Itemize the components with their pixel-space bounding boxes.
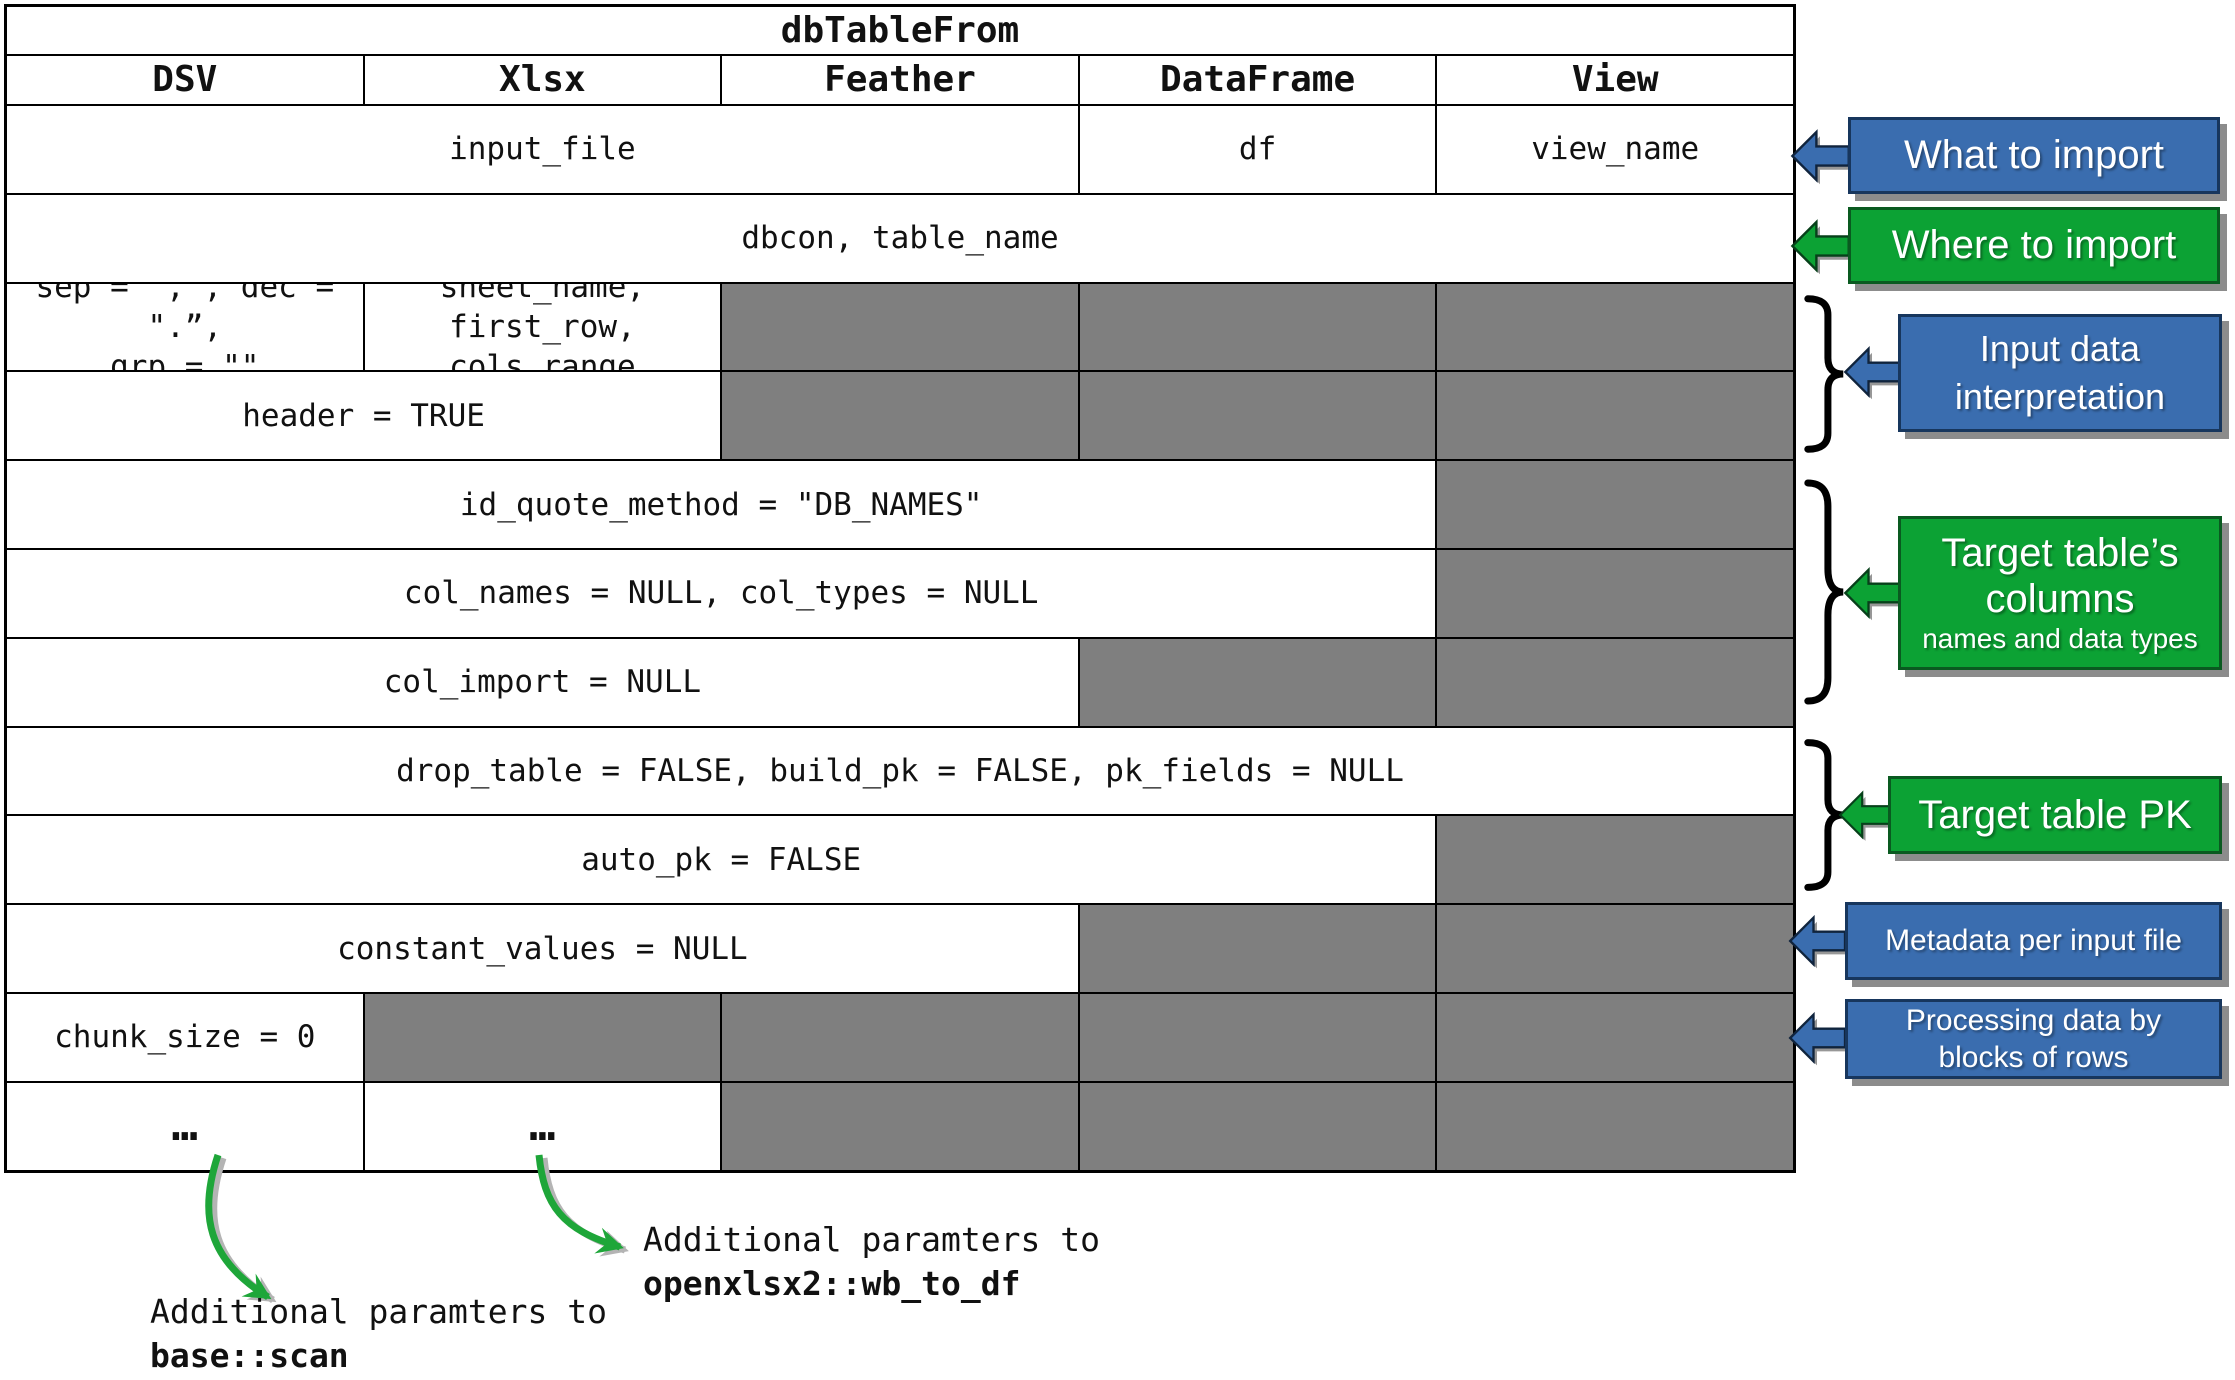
cell-input-file: input_file (6, 105, 1079, 194)
cell-dbcon-table-name: dbcon, table_name (6, 193, 1794, 283)
column-header-xlsx: Xlsx (363, 55, 722, 105)
cell-xlsx-params-line1: sheet_name, first_row, (439, 282, 646, 345)
left-block-arrow-icon (1843, 345, 1904, 400)
left-block-arrow-icon (1788, 914, 1849, 969)
annotation-input-data-interpretation: Input data interpretation (1898, 314, 2222, 432)
cell-xlsx-sheet-params: sheet_name, first_row, cols_range (363, 282, 722, 372)
curved-arrow-shadow (210, 1156, 277, 1303)
gray-cell (1078, 904, 1437, 993)
annotation-label: columns (1985, 577, 2135, 621)
gray-cell (1436, 548, 1794, 638)
annotation-label: Input data (1979, 328, 2141, 369)
cell-ellipsis-xlsx: … (363, 1081, 722, 1171)
left-block-arrow-icon (1838, 790, 1896, 841)
gray-cell (1078, 992, 1437, 1082)
annotation-target-table-pk: Target table PK (1888, 776, 2222, 854)
footnote-text: Additional paramters to (150, 1292, 607, 1331)
cell-chunk-size: chunk_size = 0 (6, 992, 364, 1082)
cell-df: df (1078, 105, 1437, 194)
footnote-base-scan: Additional paramters to base::scan (150, 1290, 607, 1378)
brace-target-columns-icon (1796, 476, 1848, 708)
cell-id-quote-method: id_quote_method = "DB_NAMES" (6, 460, 1437, 549)
column-header-dsv: DSV (6, 55, 364, 105)
parameters-table: dbTableFrom DSV Xlsx Feather DataFrame V… (4, 4, 1796, 1173)
gray-cell (363, 992, 722, 1082)
footnote-openxlsx2: Additional paramters to openxlsx2::wb_to… (643, 1218, 1100, 1306)
footnote-code: openxlsx2::wb_to_df (643, 1264, 1021, 1303)
curved-arrow-to-base-scan (205, 1153, 272, 1300)
annotation-processing-by-blocks: Processing data by blocks of rows (1845, 999, 2222, 1079)
gray-cell (1436, 637, 1794, 727)
left-block-arrow-icon (1788, 1011, 1849, 1066)
gray-cell (1436, 815, 1794, 905)
annotation-sublabel: names and data types (1922, 623, 2198, 654)
annotation-what-to-import: What to import (1848, 117, 2220, 194)
cell-auto-pk: auto_pk = FALSE (6, 815, 1437, 905)
gray-cell (1078, 371, 1437, 461)
gray-cell (1436, 904, 1794, 993)
annotation-label: blocks of rows (1938, 1041, 2129, 1074)
cell-dsv-sep: sep = ",”, dec = ".”, grp = "" (6, 282, 364, 372)
gray-cell (1078, 637, 1437, 727)
gray-cell (721, 992, 1079, 1082)
gray-cell (721, 282, 1079, 372)
gray-cell (1078, 1081, 1437, 1171)
table-title: dbTableFrom (6, 6, 1794, 55)
cell-col-import: col_import = NULL (6, 637, 1079, 727)
left-block-arrow-icon (1843, 566, 1904, 621)
annotation-metadata-per-input-file: Metadata per input file (1845, 902, 2222, 980)
left-block-arrow-icon (1790, 219, 1853, 275)
column-header-dataframe: DataFrame (1078, 55, 1437, 105)
cell-col-names-types: col_names = NULL, col_types = NULL (6, 548, 1437, 638)
gray-cell (1436, 371, 1794, 461)
gray-cell (1436, 1081, 1794, 1171)
cell-dsv-sep-line1: sep = ",”, dec = ".”, (35, 282, 335, 345)
cell-dsv-sep-line2: grp = "" (110, 349, 260, 372)
annotation-label: Where to import (1891, 223, 2177, 267)
annotation-label: Target table’s (1941, 531, 2179, 575)
gray-cell (1436, 282, 1794, 372)
left-block-arrow-icon (1790, 129, 1853, 185)
cell-constant-values: constant_values = NULL (6, 904, 1079, 993)
brace-input-data-icon (1796, 294, 1848, 454)
annotation-label: interpretation (1954, 376, 2166, 417)
gray-cell (721, 371, 1079, 461)
annotation-where-to-import: Where to import (1848, 207, 2220, 284)
annotation-target-table-columns: Target table’s columns names and data ty… (1898, 516, 2222, 670)
column-header-view: View (1436, 55, 1794, 105)
footnote-code: base::scan (150, 1336, 349, 1375)
gray-cell (1436, 460, 1794, 549)
cell-drop-table-pk: drop_table = FALSE, build_pk = FALSE, pk… (6, 726, 1794, 816)
annotation-label: What to import (1903, 133, 2165, 177)
cell-xlsx-params-line2: cols_range (449, 349, 636, 372)
footnote-text: Additional paramters to (643, 1220, 1100, 1259)
cell-header-param: header = TRUE (6, 371, 722, 461)
gray-cell (1078, 282, 1437, 372)
cell-view-name: view_name (1436, 105, 1794, 194)
annotation-label: Processing data by (1905, 1004, 2162, 1037)
gray-cell (1436, 992, 1794, 1082)
annotation-label: Metadata per input file (1885, 924, 2182, 957)
gray-cell (721, 1081, 1079, 1171)
annotation-label: Target table PK (1918, 792, 2192, 837)
column-header-feather: Feather (721, 55, 1079, 105)
cell-ellipsis-dsv: … (6, 1081, 364, 1171)
